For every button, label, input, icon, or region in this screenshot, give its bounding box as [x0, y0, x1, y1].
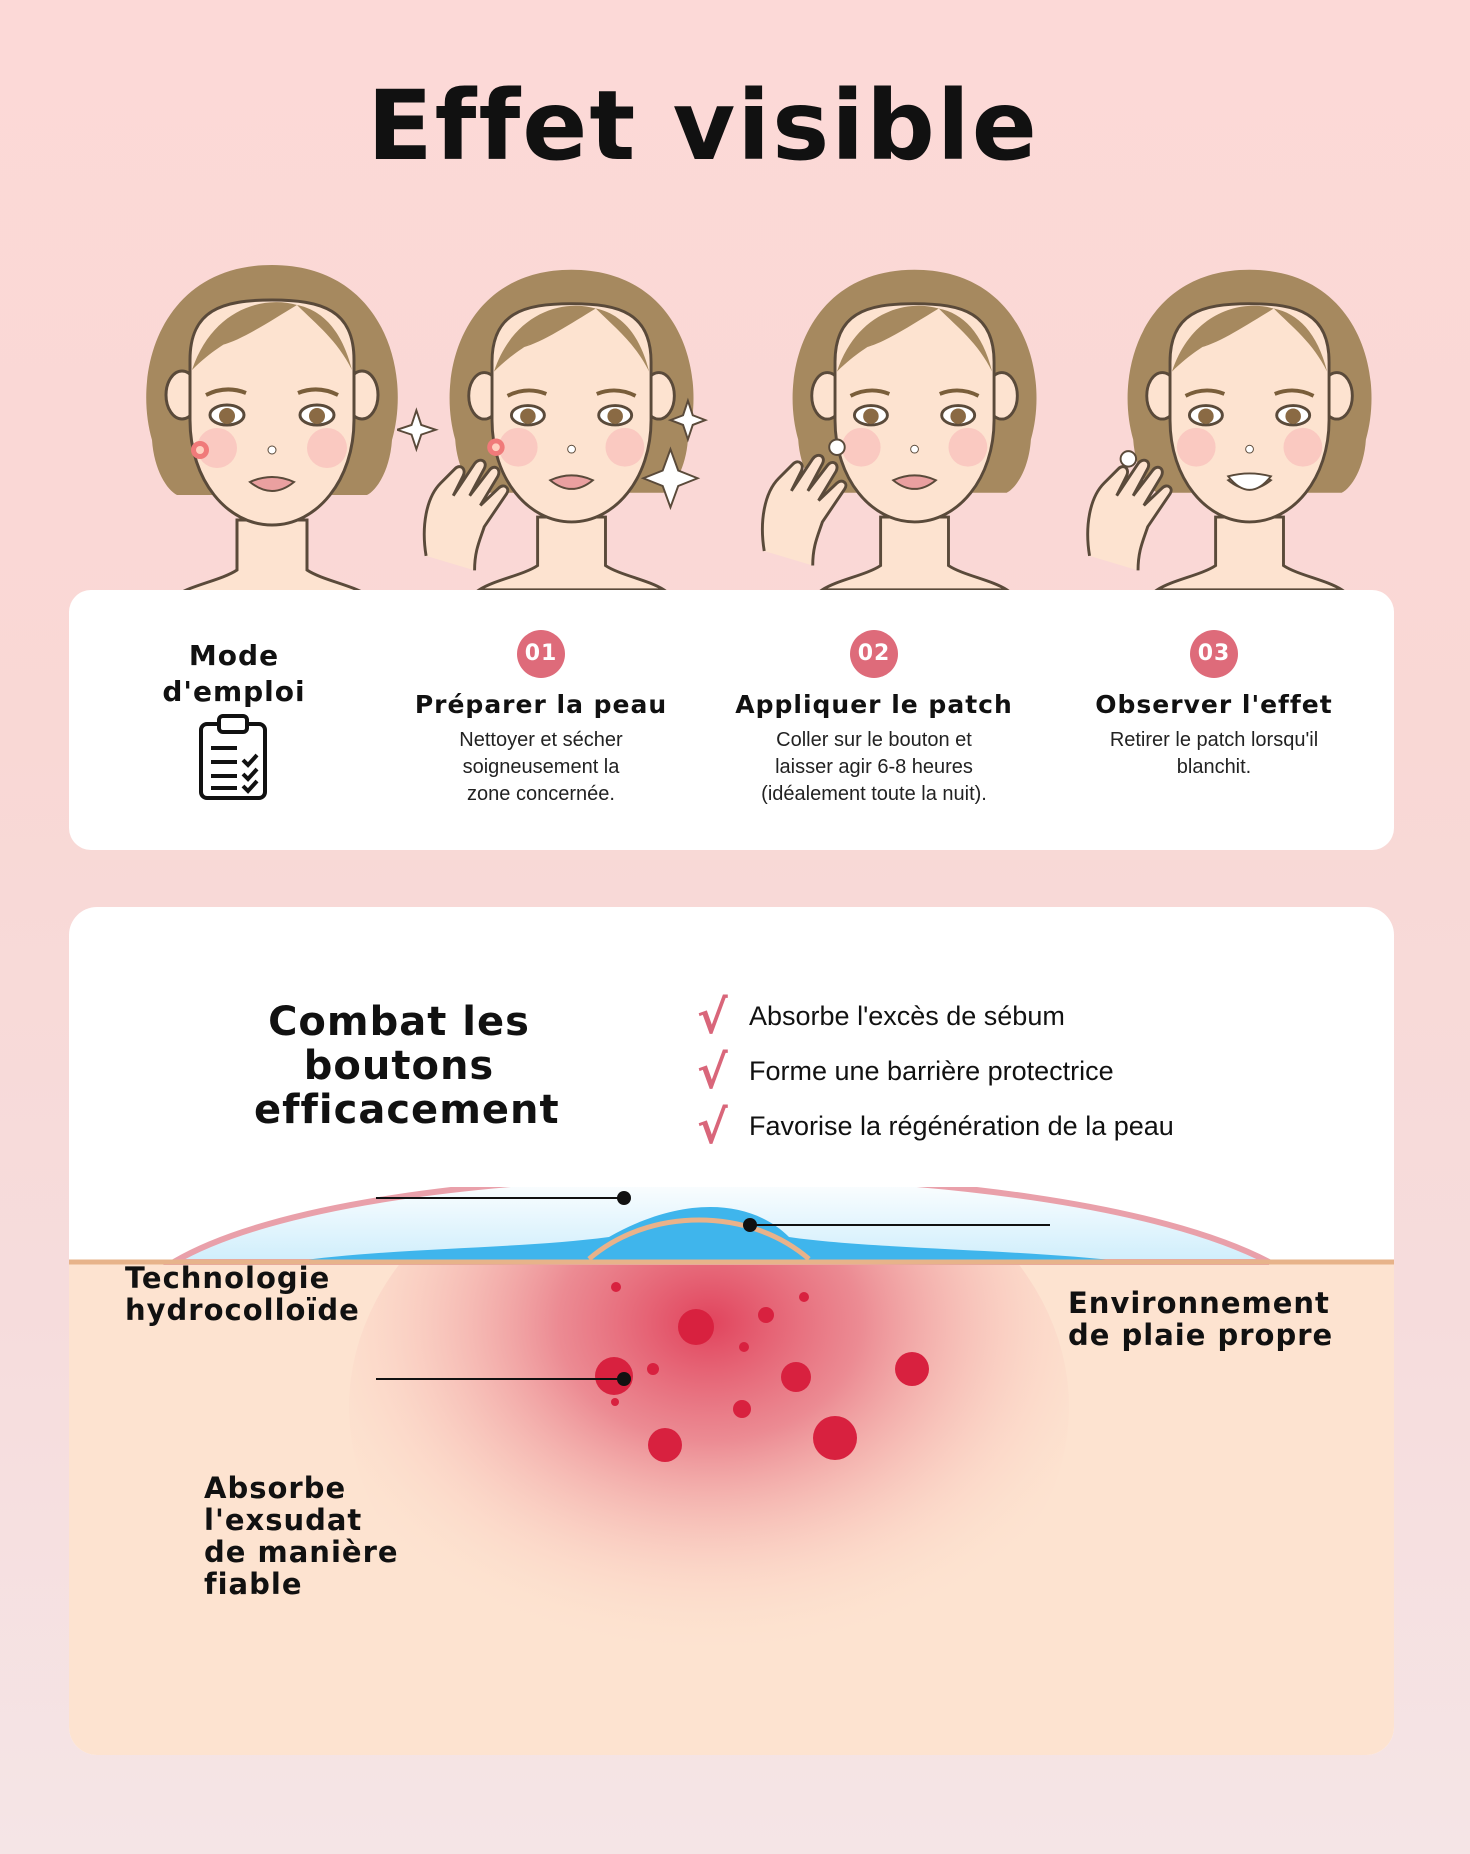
page-title: Effet visible: [367, 70, 1039, 182]
check-icon: √: [697, 1044, 728, 1099]
check-icon: √: [697, 1099, 728, 1154]
skin-patch-diagram: [69, 1187, 1394, 1755]
clipboard-checklist-icon: [199, 714, 267, 800]
face-happy-removing-patch-icon: [1086, 267, 1374, 592]
inflammation-area: [349, 1187, 1069, 1687]
label-hydrocolloid-technology: Technologie hydrocolloïde: [125, 1261, 360, 1327]
step-2: 02 Appliquer le patch Coller sur le bout…: [729, 630, 1019, 808]
hydrocolloid-layer: [289, 1207, 1129, 1262]
step-number-badge: 03: [1190, 630, 1238, 678]
step-number-badge: 02: [850, 630, 898, 678]
step-description: Coller sur le bouton et laisser agir 6-8…: [761, 729, 987, 805]
exudate-dot: [781, 1362, 811, 1392]
benefits-heading: Combat les boutons efficacement: [254, 999, 560, 1133]
face-applying-patch-icon: [760, 267, 1039, 592]
instructions-card: Mode d'emploi 01 Préparer la peau Nettoy…: [69, 590, 1394, 850]
exudate-dot: [895, 1352, 929, 1386]
benefit-text: Forme une barrière protectrice: [749, 1056, 1114, 1086]
benefit-text: Absorbe l'excès de sébum: [749, 1001, 1065, 1031]
step-number-badge: 01: [517, 630, 565, 678]
step-description: Retirer le patch lorsqu'il blanchit.: [1109, 729, 1319, 778]
face-with-pimple-icon: [144, 263, 400, 595]
benefit-text: Favorise la régénération de la peau: [749, 1111, 1174, 1141]
step-description: Nettoyer et sécher soigneusement la zone…: [459, 729, 623, 805]
benefit-item: √ Forme une barrière protectrice: [697, 1044, 1174, 1099]
label-absorbs-exudate: Absorbe l'exsudat de manière fiable: [204, 1471, 399, 1601]
face-cleaning-icon: [397, 267, 709, 592]
benefit-item: √ Favorise la régénération de la peau: [697, 1099, 1174, 1154]
exudate-dot: [678, 1309, 714, 1345]
step-1: 01 Préparer la peau Nettoyer et sécher s…: [396, 630, 686, 808]
label-clean-wound-environment: Environnement de plaie propre: [1068, 1286, 1334, 1352]
exudate-dot: [813, 1416, 857, 1460]
step-title: Préparer la peau: [414, 690, 668, 719]
check-icon: √: [697, 989, 728, 1044]
face-illustrations: [0, 250, 1470, 595]
step-title: Observer l'effet: [1095, 690, 1333, 719]
benefit-item: √ Absorbe l'excès de sébum: [697, 989, 1174, 1044]
benefits-card: Combat les boutons efficacement √ Absorb…: [69, 907, 1394, 1755]
step-3: 03 Observer l'effet Retirer le patch lor…: [1069, 630, 1359, 781]
benefits-list: √ Absorbe l'excès de sébum √ Forme une b…: [697, 989, 1174, 1154]
instructions-heading: Mode d'emploi: [162, 639, 306, 708]
exudate-dot: [648, 1428, 682, 1462]
step-title: Appliquer le patch: [735, 690, 1013, 719]
